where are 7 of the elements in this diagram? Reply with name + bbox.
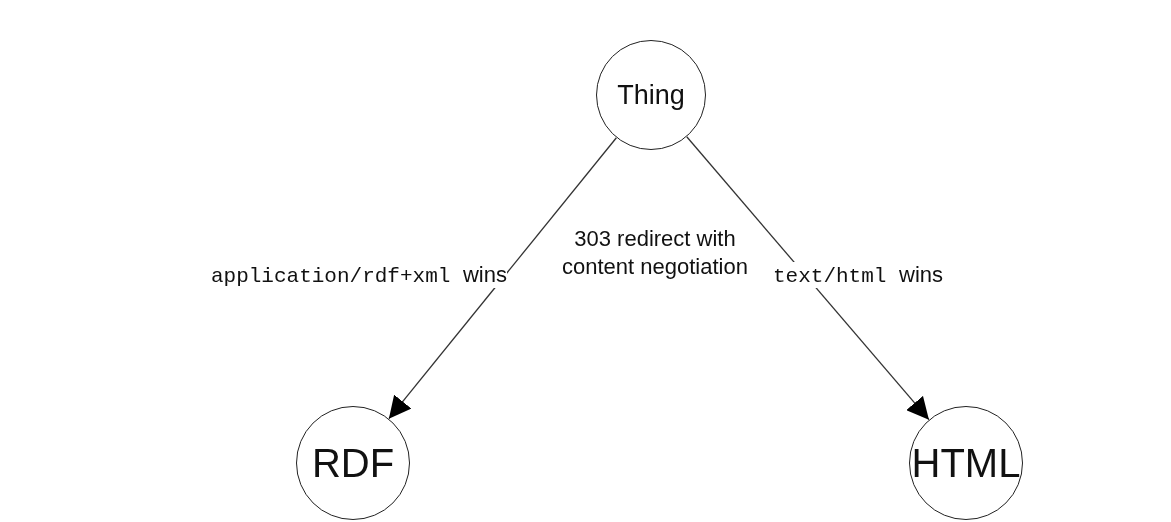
node-label: RDF [311, 440, 395, 486]
annotation-text: 303 redirect with content negotiation [561, 225, 749, 281]
node-label: HTML [911, 440, 1021, 486]
edge-label: text/html wins [773, 262, 944, 288]
arrow [686, 136, 930, 421]
arrow [388, 137, 618, 420]
node-label: Thing [617, 79, 685, 111]
